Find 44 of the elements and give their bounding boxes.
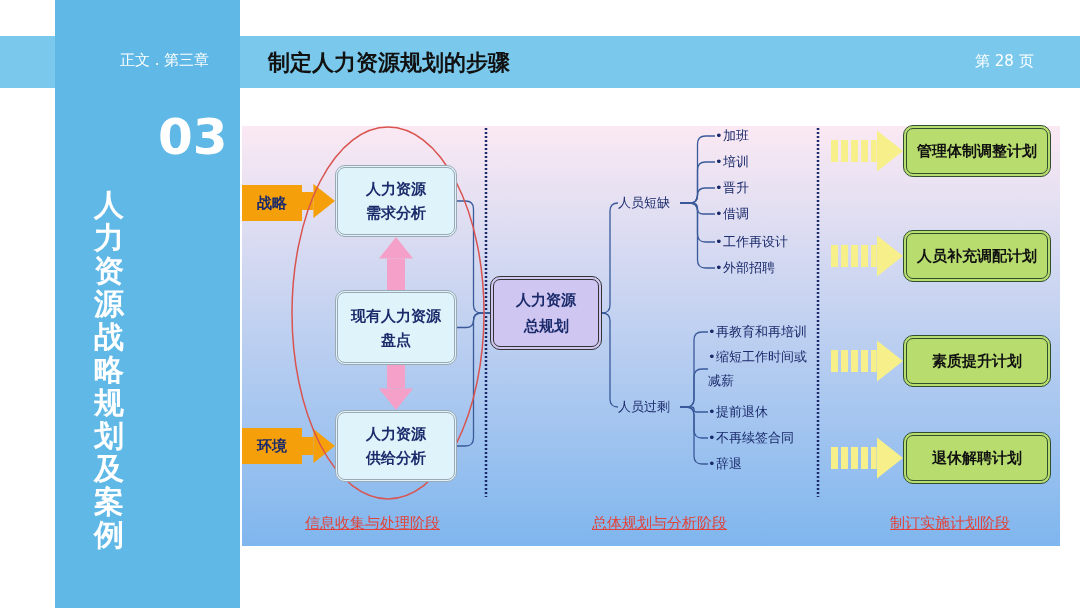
list-item: •缩短工作时间或减薪 — [708, 345, 812, 393]
stage-label: 制订实施计划阶段 — [890, 514, 1010, 533]
arrow — [831, 130, 903, 172]
plan-box: 素质提升计划 — [903, 335, 1051, 387]
plan-box: 人员补充调配计划 — [903, 230, 1051, 282]
bracket-line — [601, 202, 619, 314]
list-item: •不再续签合同 — [708, 426, 808, 450]
section-heading: 人力资源战略规划及案例 — [92, 188, 125, 551]
list-item: •外部招聘 — [715, 256, 805, 280]
plan-box: 退休解聘计划 — [903, 432, 1051, 484]
section-number: 03 — [158, 108, 228, 166]
process-box: 人力资源供给分析 — [335, 410, 457, 482]
summary-box: 人力资源总规划 — [490, 276, 602, 350]
input-block: 环境 — [242, 428, 302, 464]
arrow — [302, 183, 335, 219]
list-item: •工作再设计 — [715, 230, 805, 254]
arrow — [378, 237, 414, 290]
page-number: 第 28 页 — [975, 52, 1034, 71]
process-box: 现有人力资源盘点 — [335, 290, 457, 365]
list-item: •提前退休 — [708, 400, 808, 424]
bracket-line — [601, 312, 619, 408]
list-item: •辞退 — [708, 452, 808, 476]
arrow — [831, 340, 903, 382]
stage-label: 信息收集与处理阶段 — [305, 514, 440, 533]
title: 制定人力资源规划的步骤 — [268, 49, 510, 77]
category-label: 人员过剩 — [618, 397, 680, 417]
chapter-label: 正文 . 第三章 — [120, 51, 210, 70]
arrow — [302, 428, 335, 464]
bracket-line — [679, 406, 709, 465]
bracket-line — [679, 202, 716, 269]
bracket-line — [456, 312, 491, 447]
category-label: 人员短缺 — [618, 193, 680, 213]
list-item: •培训 — [715, 150, 805, 174]
arrow — [378, 365, 414, 410]
list-item: •加班 — [715, 124, 805, 148]
input-block: 战略 — [242, 185, 302, 221]
process-box: 人力资源需求分析 — [335, 165, 457, 237]
stage-label: 总体规划与分析阶段 — [592, 514, 727, 533]
plan-box: 管理体制调整计划 — [903, 125, 1051, 177]
list-item: •再教育和再培训 — [708, 320, 816, 344]
list-item: •借调 — [715, 202, 805, 226]
arrow — [831, 235, 903, 277]
arrow — [831, 437, 903, 479]
list-item: •晋升 — [715, 176, 805, 200]
